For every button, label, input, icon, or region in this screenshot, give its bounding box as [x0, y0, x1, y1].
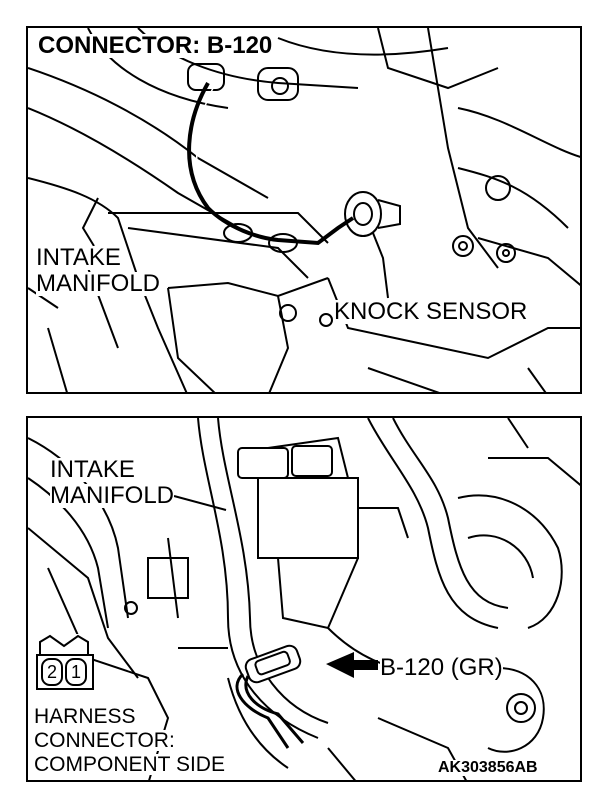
figure-code: AK303856AB: [438, 759, 538, 776]
connector-latch: [39, 634, 89, 656]
harness-connector-face: 2 1: [34, 634, 94, 692]
pin-2: 2: [41, 658, 63, 686]
intake-manifold-label-line1-bottom: INTAKE: [50, 456, 135, 483]
connector-callout-label: B-120 (GR): [380, 654, 503, 681]
intake-manifold-label-line2: MANIFOLD: [36, 270, 161, 297]
harness-label-line3: COMPONENT SIDE: [34, 753, 225, 776]
knock-sensor-label: KNOCK SENSOR: [334, 298, 528, 325]
intake-manifold-label-line2-bottom: MANIFOLD: [50, 482, 175, 509]
engine-illustration-top: [28, 28, 580, 392]
bottom-panel: INTAKE MANIFOLD B-120 (GR) 2 1 HARNESS C…: [26, 416, 582, 782]
pin-1: 1: [65, 658, 87, 686]
connector-title: CONNECTOR: B-120: [38, 32, 273, 59]
harness-label-line1: HARNESS: [34, 705, 136, 728]
top-panel: CONNECTOR: B-120 INTAKE MANIFOLD KNOCK S…: [26, 26, 582, 394]
intake-manifold-label-line1: INTAKE: [36, 244, 121, 271]
harness-label-line2: CONNECTOR:: [34, 729, 175, 752]
